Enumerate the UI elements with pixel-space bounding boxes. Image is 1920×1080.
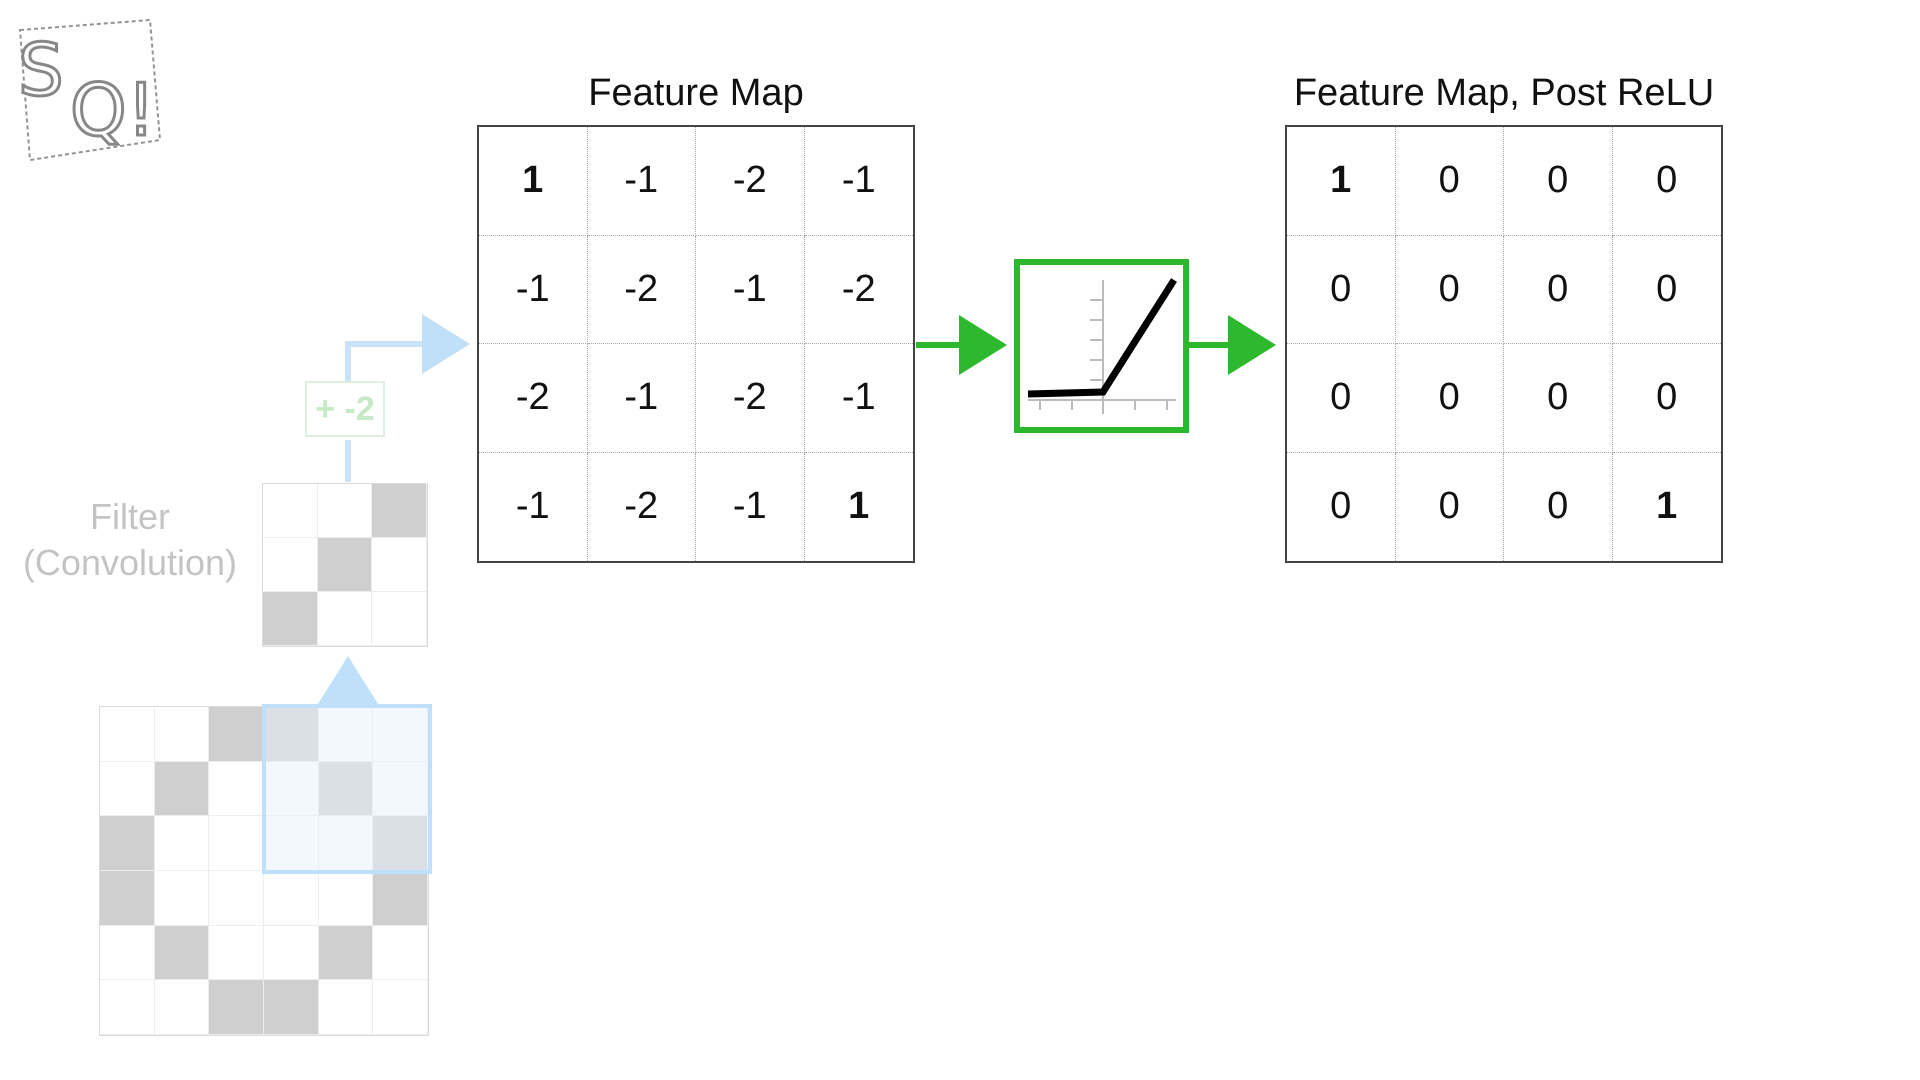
feature-map-cell: -2 [804,236,913,344]
input-image-pixel [318,816,374,871]
relu-graph-icon [1014,259,1189,433]
input-image-pixel [373,871,428,926]
input-image-pixel [373,925,428,981]
post-relu-cell: 0 [1287,344,1396,453]
post-relu-cell: 0 [1395,344,1504,453]
input-image-pixel [373,761,428,817]
input-image-pixel [318,980,374,1035]
filter-pixel [263,484,318,538]
post-relu-cell: 0 [1504,344,1613,453]
feature-map-cell: -2 [696,127,805,236]
feature-map-cell: -1 [804,127,913,236]
filter-pixel [372,538,427,592]
feature-map-cell: -2 [588,452,696,561]
input-image-pixel [100,816,155,871]
post-relu-cell: 0 [1504,235,1613,344]
feature-map-cell: -1 [479,452,588,561]
post-relu-cell: 1 [1287,127,1396,236]
input-image-pixel [100,707,155,762]
filter-pixel [317,484,373,538]
input-image-pixel [373,707,428,762]
input-image-pixel [154,925,210,981]
feature-map-cell: -1 [587,127,696,236]
input-image-pixel [373,980,428,1035]
input-image-grid [99,706,429,1036]
feature-map-cell: 1 [848,485,870,528]
input-image-pixel [154,980,210,1035]
input-image-pixel [154,871,210,926]
feature-map-cell: -1 [696,452,805,561]
input-image-pixel [100,980,155,1035]
post-relu-title: Feature Map, Post ReLU [1293,72,1715,114]
post-relu-cell: 1 [1656,485,1678,528]
filter-pixel [317,592,373,646]
input-image-pixel [264,925,319,981]
input-image-pixel [264,707,319,762]
svg-text:S: S [18,28,64,112]
input-image-pixel [318,925,374,981]
post-relu-cell: 0 [1395,127,1504,236]
filter-pixel [372,484,427,538]
filter-label-line1: Filter [90,496,170,537]
filter-label-line2: (Convolution) [22,542,238,583]
filter-pixel [372,592,427,646]
input-image-pixel [373,816,428,871]
post-relu-cell: 0 [1504,127,1613,236]
sq-logo-icon: S Q! [17,18,162,162]
post-relu-cell: 0 [1504,452,1613,561]
input-image-pixel [209,761,264,817]
feature-map-cell: -2 [587,235,696,344]
input-image-pixel [209,707,264,762]
feature-map-cell: -1 [696,235,805,344]
feature-map-cell: -2 [696,344,805,453]
input-image-pixel [318,871,374,926]
post-relu-cell: 0 [1612,236,1721,344]
post-relu-cell: 0 [1395,235,1504,344]
feature-map-cell: -1 [804,344,913,453]
feature-map-title: Feature Map [588,72,804,114]
feature-map-cell: -1 [479,235,588,344]
input-image-pixel [209,871,264,926]
svg-text:Q!: Q! [70,68,156,152]
input-image-pixel [154,816,210,871]
post-relu-cell: 0 [1612,344,1721,453]
input-image-pixel [264,761,319,817]
input-image-pixel [264,816,319,871]
filter-pixel [317,538,373,592]
feature-map-cell: 1 [479,127,588,236]
input-image-pixel [209,925,264,981]
input-image-pixel [318,707,374,762]
input-image-pixel [100,925,155,981]
input-image-pixel [209,816,264,871]
filter-pixel [263,538,318,592]
input-image-pixel [264,980,319,1035]
filter-pixel [263,592,318,646]
input-image-pixel [100,761,155,817]
filter-grid [262,483,428,647]
post-relu-cell: 0 [1396,452,1504,561]
bias-box: + -2 [305,381,385,437]
post-relu-cell: 0 [1612,127,1721,236]
input-image-pixel [209,980,264,1035]
filter-label: Filter (Convolution) [10,494,250,586]
feature-map-cell: -1 [587,344,696,453]
post-relu-cell: 0 [1287,452,1396,561]
input-image-pixel [318,761,374,817]
feature-map-cell: -2 [479,344,588,453]
input-image-pixel [264,871,319,926]
input-image-pixel [100,871,155,926]
input-image-pixel [154,761,210,817]
input-image-pixel [154,707,210,762]
post-relu-cell: 0 [1287,235,1396,344]
